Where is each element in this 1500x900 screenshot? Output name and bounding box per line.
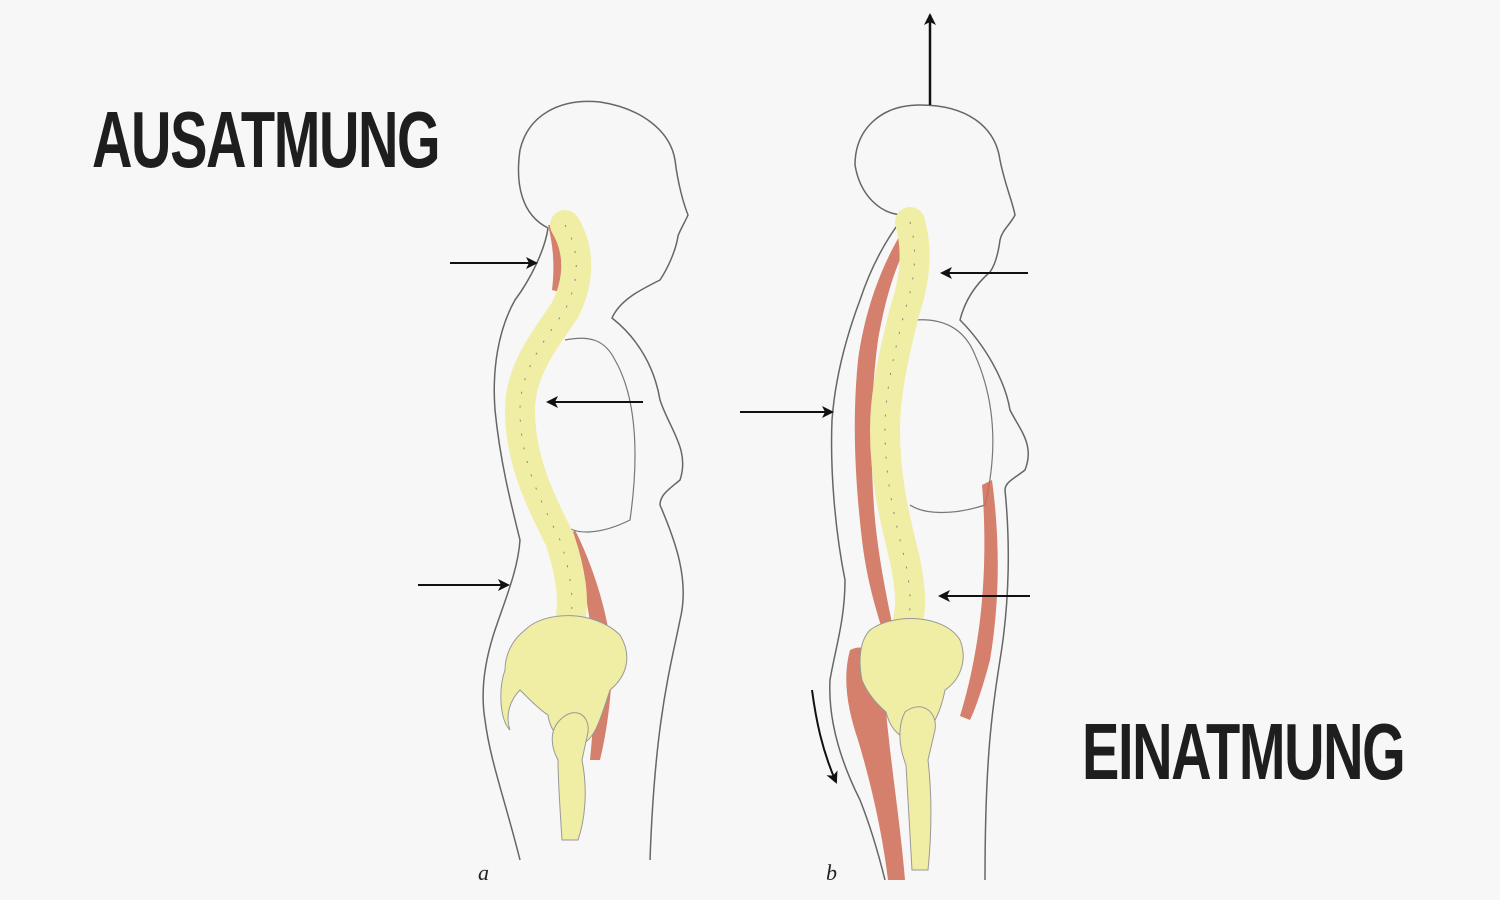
figure-b-label: b [826, 860, 837, 885]
back-muscle-b [854, 235, 910, 640]
exhale-heading: AUSATMUNG [92, 95, 441, 184]
figure-b [740, 13, 1030, 881]
femur-a [551, 712, 589, 841]
figure-a-label: a [478, 860, 489, 885]
pelvis-a [500, 615, 628, 746]
inhale-heading: EINATMUNG [1082, 707, 1406, 796]
figure-a [418, 100, 689, 861]
femur-b [899, 706, 936, 871]
thigh-muscle-b [846, 647, 905, 880]
spine-a [504, 210, 592, 635]
abdominal-muscle-b [960, 480, 998, 720]
ribcage-outline-a [564, 337, 636, 533]
arrow-pelvis-rotation-b [811, 689, 838, 784]
body-outline-b [829, 104, 1030, 881]
ribcage-outline-b [909, 319, 994, 514]
body-outline-a [482, 100, 689, 861]
